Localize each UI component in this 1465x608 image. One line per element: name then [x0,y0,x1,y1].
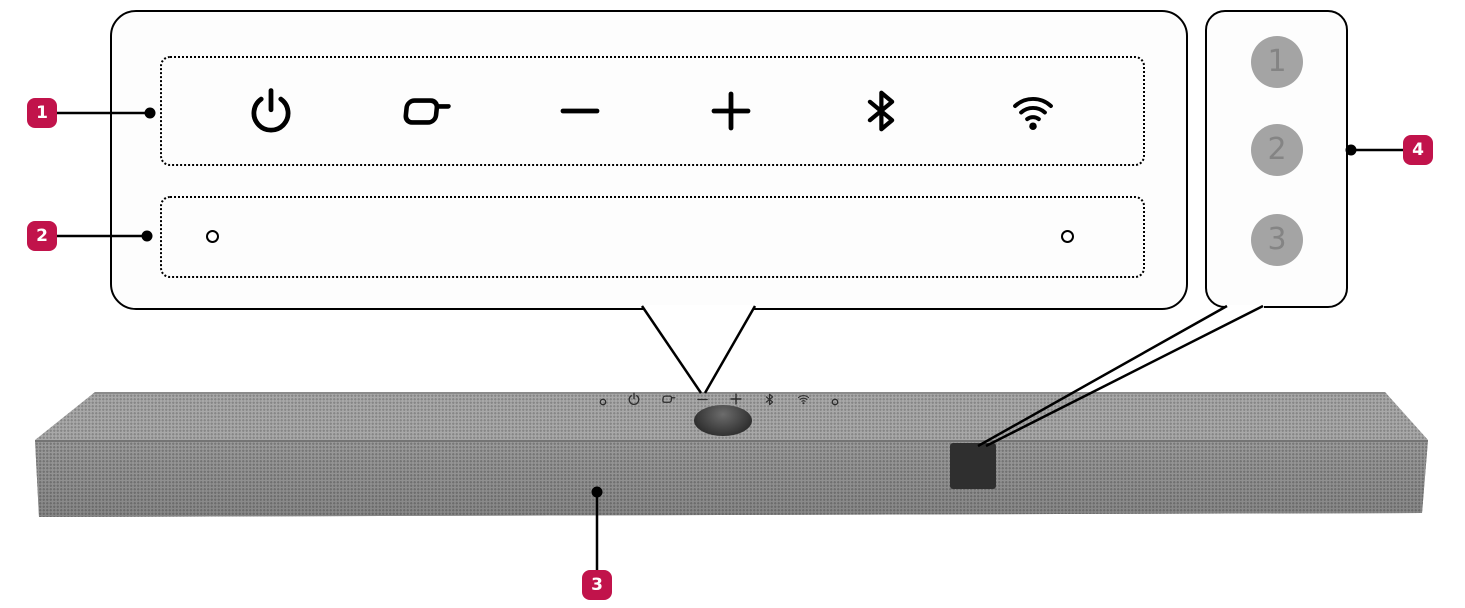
soundbar-front-face [35,440,1428,517]
microphone-hole-icon [599,391,607,410]
power-icon [246,86,296,136]
wifi-icon [1007,86,1059,136]
microphone-hole-icon [1061,230,1074,243]
side-button-3: 3 [1251,214,1303,266]
power-icon [627,391,641,410]
callout-badge-4: 4 [1403,135,1433,165]
bluetooth-icon [763,391,776,410]
side-button-2: 2 [1251,124,1303,176]
volume-up-icon [707,87,755,135]
callout-pointer-line [703,305,757,394]
input-source-icon [661,391,676,410]
input-source-icon [399,86,453,136]
soundbar-display-window [950,443,996,489]
callout-pointer-line [640,305,703,394]
top-panel-callout [110,10,1188,310]
control-panel-outline [160,56,1145,166]
side-button-1: 1 [1251,36,1303,88]
volume-down-icon [556,87,604,135]
microphone-hole-icon [206,230,219,243]
soundbar-center-control [694,405,752,436]
microphones-outline [160,196,1145,278]
wifi-icon [796,391,811,410]
callout-badge-1: 1 [27,98,57,128]
bluetooth-icon [858,88,904,134]
callout-badge-2: 2 [27,221,57,251]
microphone-hole-icon [831,391,839,410]
callout-badge-3: 3 [582,570,612,600]
